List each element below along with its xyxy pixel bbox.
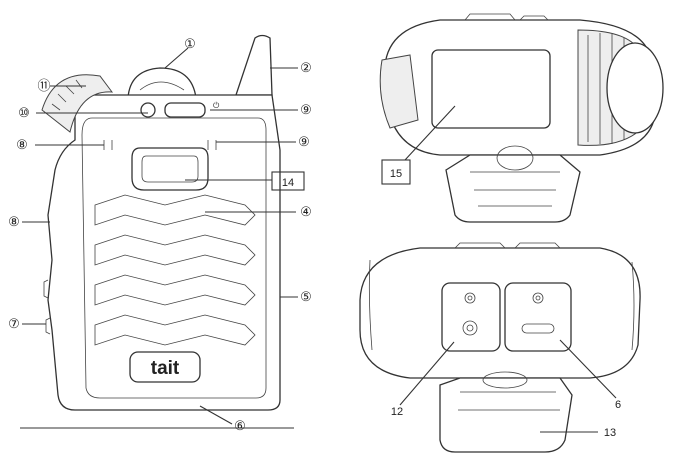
callout-label: ⑦ [8,316,20,331]
grip-pattern [94,194,256,346]
belt-clip [439,377,573,453]
callout-label: 12 [391,406,403,418]
callout-label: 13 [604,427,616,439]
front-view: ⏻ tait [8,34,312,433]
channel-knob [127,67,197,99]
logo-text: tait [151,358,180,379]
callout-label: ⑧ [16,137,28,152]
device-body [47,94,281,411]
face-panel [81,117,267,399]
knob-face [606,42,664,134]
callout-label: ⑤ [300,289,312,304]
ptt-button [131,147,209,191]
left-cap [379,54,419,129]
callout-label: ⑧ [8,214,20,229]
logo-badge [129,351,201,383]
callout-label: ② [300,60,312,75]
leader-15 [404,105,456,161]
power-button [164,102,206,118]
callout-label: 14 [282,177,294,189]
front-leader-lines [20,47,298,429]
callout-label: ① [184,36,196,51]
rotary-knob [41,74,114,133]
callout-label: ④ [300,204,312,219]
callout-label: ⑥ [234,418,246,433]
callout-label: ⑩ [18,105,30,120]
callout-box-15 [381,159,411,185]
bottom-right-view: 12 6 13 [359,242,641,453]
callout-label: 15 [390,168,402,180]
usb-port [521,323,555,334]
antenna [235,34,273,96]
display-window [431,49,551,129]
connector-panel-right [504,282,572,352]
top-right-view: 15 [379,13,664,223]
connector-panel-left [441,282,501,352]
emergency-button [140,102,156,118]
callout-label: ⑨ [298,134,310,149]
clip-mount [445,154,581,223]
callout-label: ⑪ [37,78,50,93]
callout-box-14 [271,171,305,191]
bottom-leader-lines [399,339,617,433]
callout-label: 6 [615,399,621,411]
svg-text:⏻: ⏻ [213,101,220,110]
callout-label: ⑨ [300,102,312,117]
